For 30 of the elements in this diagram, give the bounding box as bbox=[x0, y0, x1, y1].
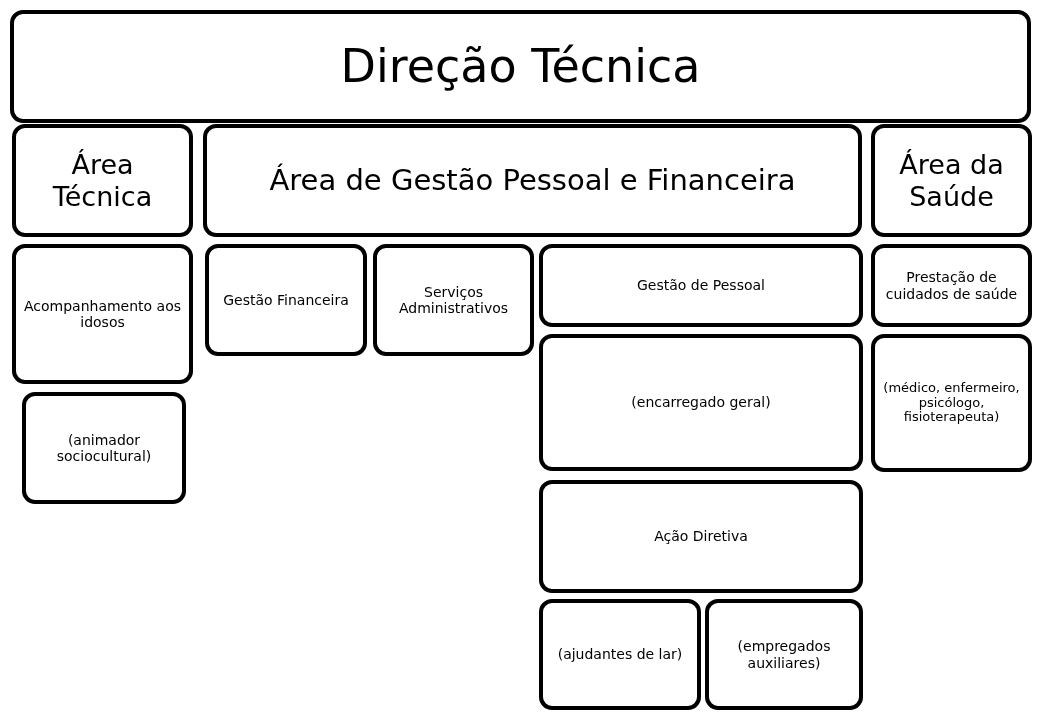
area-box bbox=[203, 124, 862, 237]
role-box bbox=[205, 244, 367, 356]
role-label: Acompanhamento aos idosos bbox=[22, 297, 183, 331]
role-label: (médico, enfermeiro, psicólogo, fisioterapeuta) bbox=[882, 380, 1021, 426]
role-box bbox=[871, 244, 1032, 327]
role-label: (encarregado geral) bbox=[631, 394, 771, 411]
area-box bbox=[871, 124, 1032, 237]
role-label: Serviços Administrativos bbox=[397, 283, 510, 317]
role-box bbox=[373, 244, 534, 356]
role-label: (empregados auxiliares) bbox=[736, 638, 832, 671]
role-label: Gestão de Pessoal bbox=[637, 277, 765, 294]
role-label: (ajudantes de lar) bbox=[557, 646, 683, 663]
area-box bbox=[10, 10, 1031, 123]
role-box bbox=[539, 480, 863, 593]
area-title: Direção Técnica bbox=[340, 40, 701, 93]
role-label: Gestão Financeira bbox=[223, 291, 349, 309]
area-box bbox=[12, 124, 193, 237]
role-label: (animador sociocultural) bbox=[55, 431, 153, 465]
role-box bbox=[539, 599, 701, 710]
area-title: Área de Gestão Pessoal e Financeira bbox=[269, 163, 796, 198]
role-box bbox=[12, 244, 193, 384]
role-box bbox=[539, 334, 863, 471]
role-label: Ação Diretiva bbox=[654, 528, 748, 545]
role-box bbox=[871, 334, 1032, 472]
role-box bbox=[22, 392, 186, 504]
role-box bbox=[539, 244, 863, 327]
area-title: Área Técnica bbox=[51, 149, 154, 212]
area-title: Área da Saúde bbox=[898, 149, 1005, 212]
role-label: Prestação de cuidados de saúde bbox=[884, 269, 1019, 302]
role-box bbox=[705, 599, 863, 710]
